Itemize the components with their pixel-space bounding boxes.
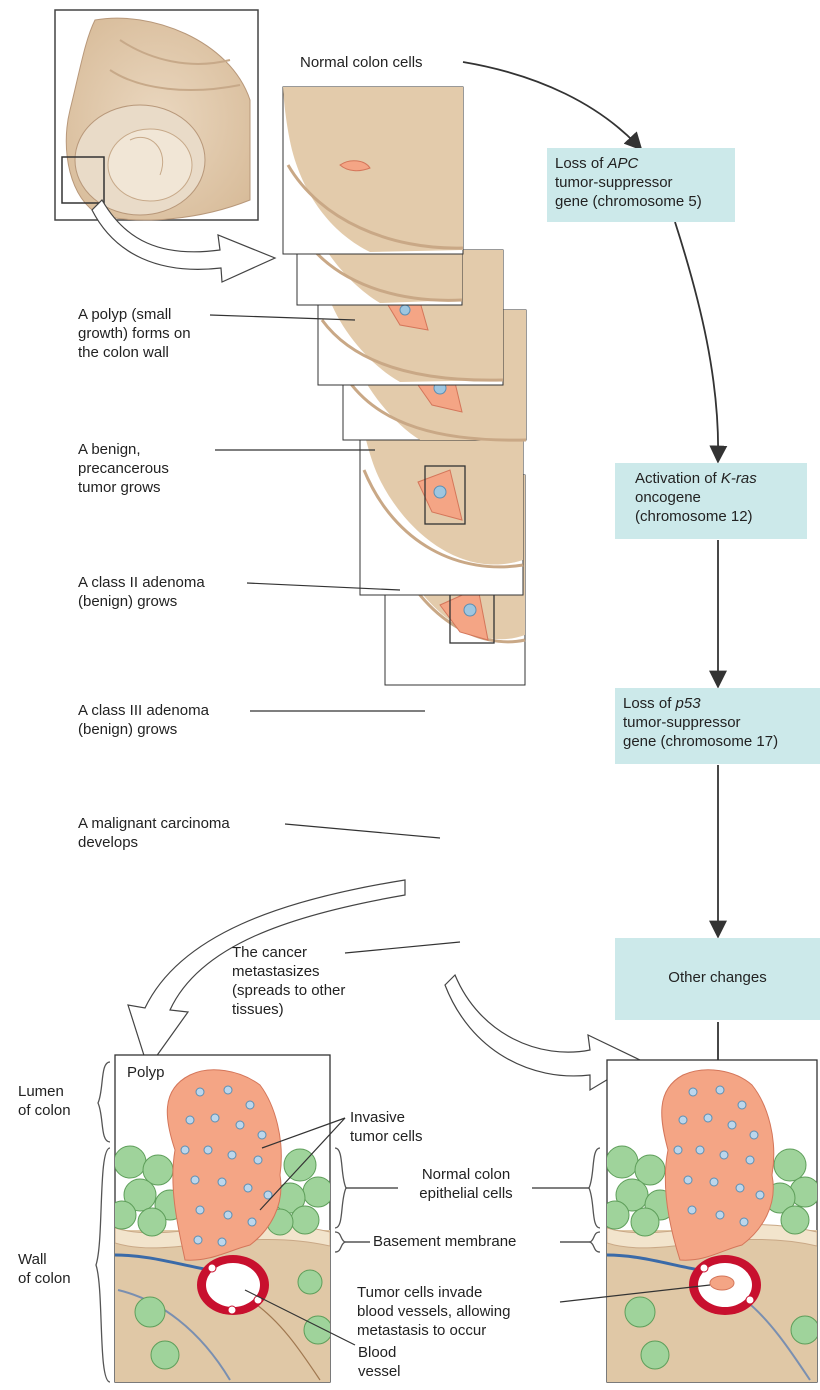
stage-1-label: A polyp (small growth) forms on the colo… — [78, 305, 191, 362]
lumen-label: Lumen of colon — [18, 1082, 71, 1120]
stage-3-label: A class II adenoma (benign) grows — [78, 573, 205, 611]
stage-2-line2: precancerous — [78, 459, 169, 478]
stage-6-label: The cancer metastasizes (spreads to othe… — [232, 943, 345, 1019]
invasive-line2: tumor cells — [350, 1127, 423, 1146]
apc-line1: Loss of APC — [555, 154, 727, 173]
invade-line3: metastasis to occur — [357, 1321, 510, 1340]
stage-4-label: A class III adenoma (benign) grows — [78, 701, 209, 739]
stage-6-line1: The cancer — [232, 943, 345, 962]
stage-6-line2: metastasizes — [232, 962, 345, 981]
kras-line3: (chromosome 12) — [635, 507, 799, 526]
apc-box: Loss of APC tumor-suppressor gene (chrom… — [547, 148, 735, 222]
p53-gene: p53 — [676, 695, 701, 712]
p53-line3: gene (chromosome 17) — [623, 732, 812, 751]
blood-line1: Blood — [358, 1343, 401, 1362]
polyp-label: Polyp — [127, 1063, 165, 1082]
basement-label: Basement membrane — [373, 1232, 516, 1251]
wall-brace — [96, 1148, 110, 1382]
invade-line1: Tumor cells invade — [357, 1283, 510, 1302]
stage-3-line1: A class II adenoma — [78, 573, 205, 592]
lumen-line2: of colon — [18, 1101, 71, 1120]
detail-panel-left — [108, 1055, 333, 1385]
invade-line2: blood vessels, allowing — [357, 1302, 510, 1321]
kras-box: Activation of K-ras oncogene (chromosome… — [615, 463, 807, 539]
p53-pre: Loss of — [623, 695, 676, 712]
apc-gene: APC — [608, 155, 639, 172]
stage-1-line3: the colon wall — [78, 343, 191, 362]
colon-overview — [55, 10, 258, 220]
stage-6-line4: tissues) — [232, 1000, 345, 1019]
invade-label: Tumor cells invade blood vessels, allowi… — [357, 1283, 510, 1340]
other-changes-text: Other changes — [668, 969, 766, 986]
stage-1-line2: growth) forms on — [78, 324, 191, 343]
normal-cells-label: Normal colon cells — [300, 53, 423, 72]
stage-panels — [283, 87, 526, 685]
apc-line3: gene (chromosome 5) — [555, 192, 727, 211]
normal-line2: epithelial cells — [396, 1184, 536, 1203]
blood-vessel-label: Blood vessel — [358, 1343, 401, 1381]
apc-pre: Loss of — [555, 155, 608, 172]
stage-5-line1: A malignant carcinoma — [78, 814, 230, 833]
p53-line1: Loss of p53 — [623, 694, 812, 713]
stage-6-line3: (spreads to other — [232, 981, 345, 1000]
kras-line2: oncogene — [635, 488, 799, 507]
kras-line1: Activation of K-ras — [635, 469, 799, 488]
invasive-line1: Invasive — [350, 1108, 423, 1127]
stage-5-line2: develops — [78, 833, 230, 852]
invasive-label: Invasive tumor cells — [350, 1108, 423, 1146]
lumen-line1: Lumen — [18, 1082, 71, 1101]
lumen-brace — [98, 1062, 110, 1142]
basement-brace-left — [335, 1232, 345, 1252]
basement-brace-right — [590, 1232, 600, 1252]
stage-4-line1: A class III adenoma — [78, 701, 209, 720]
stage-1-line1: A polyp (small — [78, 305, 191, 324]
stage-2-label: A benign, precancerous tumor grows — [78, 440, 169, 497]
kras-pre: Activation of — [635, 470, 721, 487]
detail-panel-right — [601, 1060, 820, 1385]
panel-1 — [283, 87, 463, 254]
apc-line2: tumor-suppressor — [555, 173, 727, 192]
p53-box: Loss of p53 tumor-suppressor gene (chrom… — [615, 688, 820, 764]
stage-5-label: A malignant carcinoma develops — [78, 814, 230, 852]
p53-line2: tumor-suppressor — [623, 713, 812, 732]
other-changes-box: Other changes — [615, 938, 820, 1020]
stage-2-line3: tumor grows — [78, 478, 169, 497]
stage-2-line1: A benign, — [78, 440, 169, 459]
wall-line1: Wall — [18, 1250, 71, 1269]
stage-3-line2: (benign) grows — [78, 592, 205, 611]
normal-epithelial-label: Normal colon epithelial cells — [396, 1165, 536, 1203]
kras-gene: K-ras — [721, 470, 757, 487]
wall-label: Wall of colon — [18, 1250, 71, 1288]
wall-line2: of colon — [18, 1269, 71, 1288]
stage-4-line2: (benign) grows — [78, 720, 209, 739]
normal-brace-left — [335, 1148, 346, 1228]
blood-line2: vessel — [358, 1362, 401, 1381]
normal-line1: Normal colon — [396, 1165, 536, 1184]
normal-brace-right — [589, 1148, 600, 1228]
